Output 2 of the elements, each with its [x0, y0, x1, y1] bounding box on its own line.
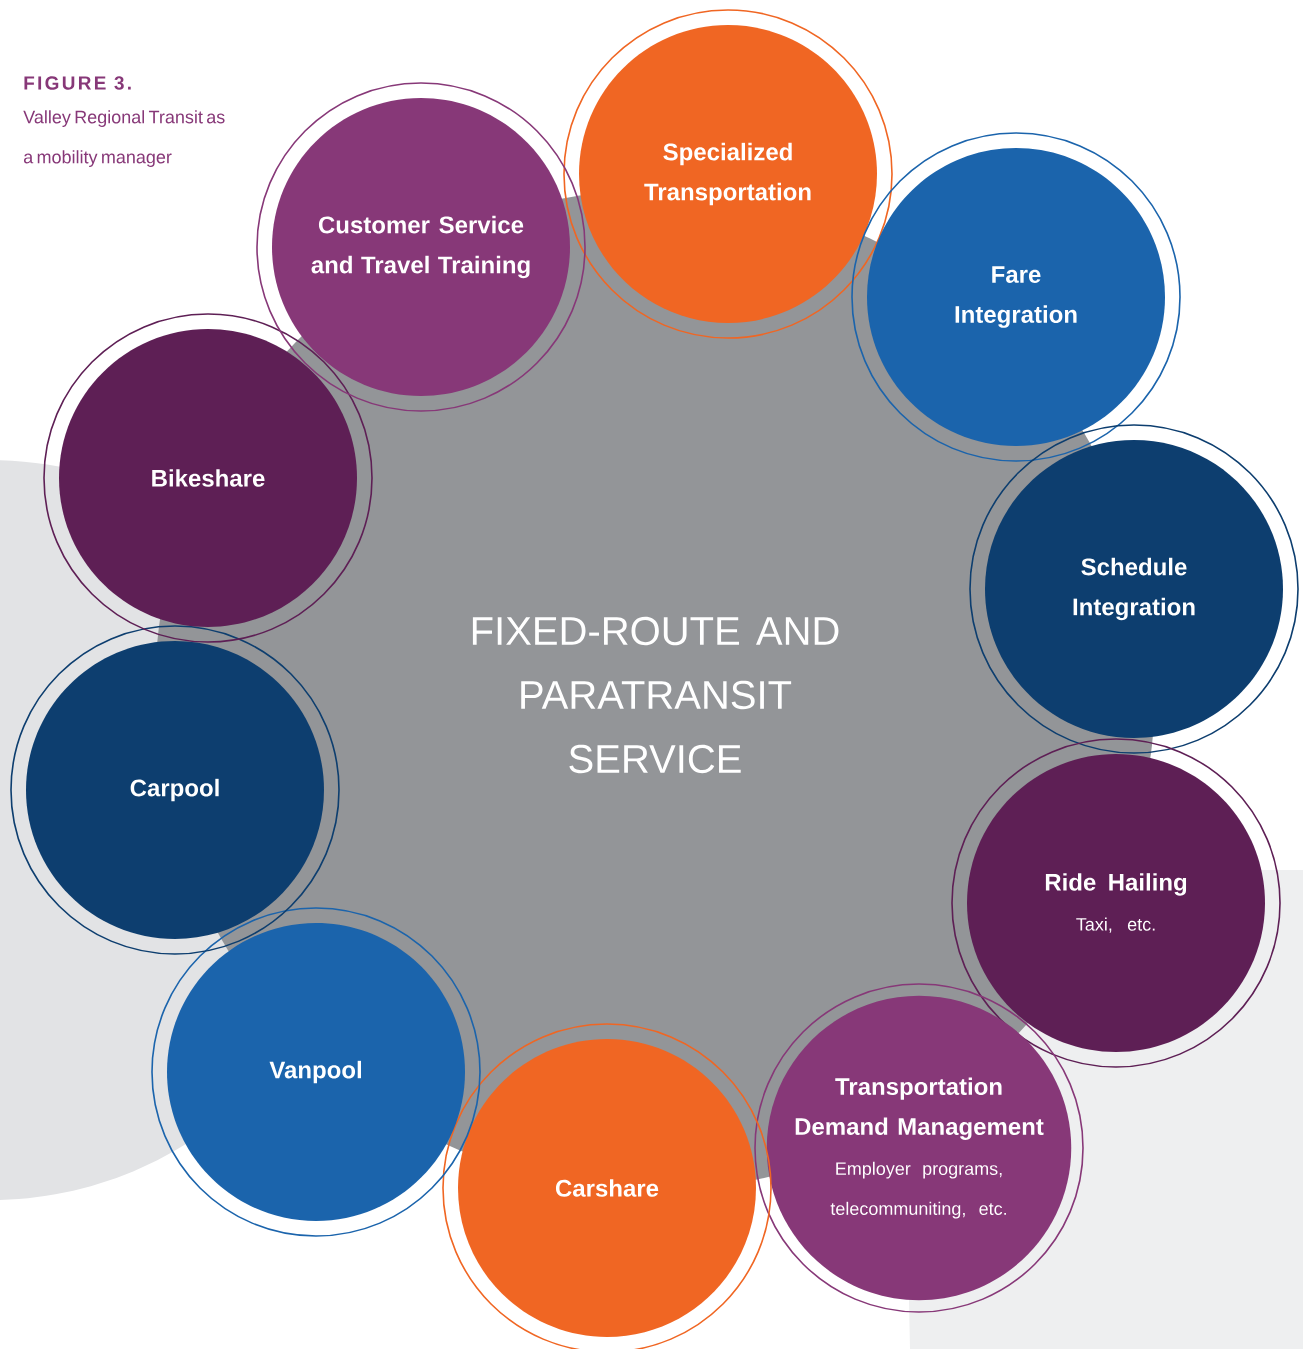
figure-title: FIGURE 3. [24, 76, 131, 90]
figure-caption: Valley Regional Transit as a mobility manager [23, 110, 225, 167]
